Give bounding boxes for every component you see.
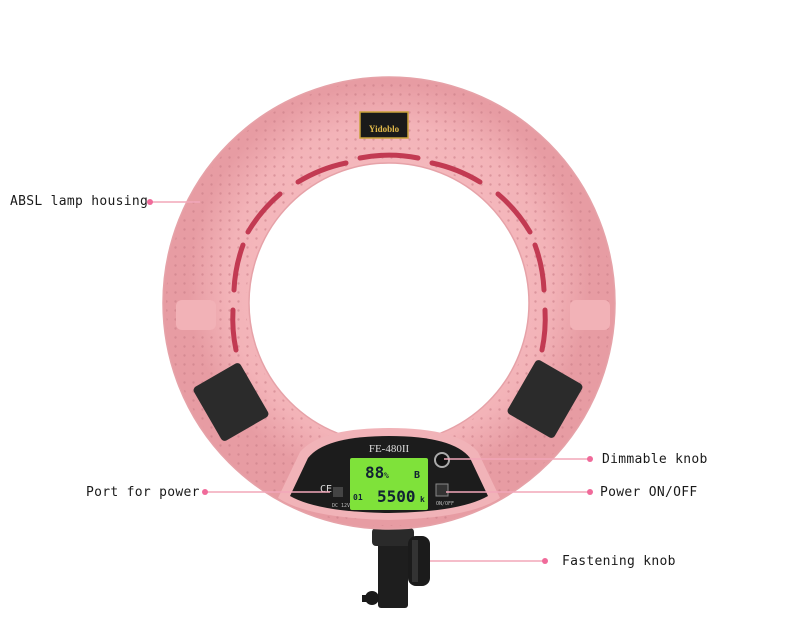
svg-text:Yidoblo: Yidoblo: [369, 124, 400, 134]
callout-housing: ABSL lamp housing: [10, 194, 149, 209]
lcd-color-temp: 5500: [377, 487, 416, 506]
vent-slots: [230, 152, 548, 413]
power-port[interactable]: [333, 487, 343, 497]
svg-text:DC 12V: DC 12V: [332, 503, 350, 509]
callout-power-switch: Power ON/OFF: [600, 485, 698, 500]
battery-right: [507, 360, 583, 438]
lcd-brightness: 88: [365, 463, 384, 482]
svg-text:%: %: [384, 471, 389, 480]
callout-dimmer: Dimmable knob: [602, 452, 708, 467]
brand-logo: Yidoblo: [359, 111, 409, 139]
svg-text:ON/OFF: ON/OFF: [436, 501, 454, 507]
power-switch[interactable]: [435, 483, 449, 497]
fastening-knob[interactable]: [408, 536, 430, 586]
dimmer-knob[interactable]: [434, 452, 450, 468]
svg-text:B: B: [414, 470, 420, 481]
model-label: FE-480II: [369, 443, 410, 455]
callout-lines: [150, 201, 590, 562]
stand-mount: [362, 528, 414, 608]
callout-power-port: Port for power: [86, 485, 200, 500]
battery-left: [193, 363, 269, 441]
callout-dots: [147, 199, 593, 564]
lcd-display: [350, 458, 428, 510]
callout-fastening: Fastening knob: [562, 554, 676, 569]
svg-text:k: k: [420, 495, 425, 504]
ce-mark: CE: [320, 484, 332, 495]
control-panel: FE-480II 88 % B 01 5500 k CE DC 12V ON/O…: [278, 428, 500, 520]
svg-text:01: 01: [353, 493, 363, 502]
